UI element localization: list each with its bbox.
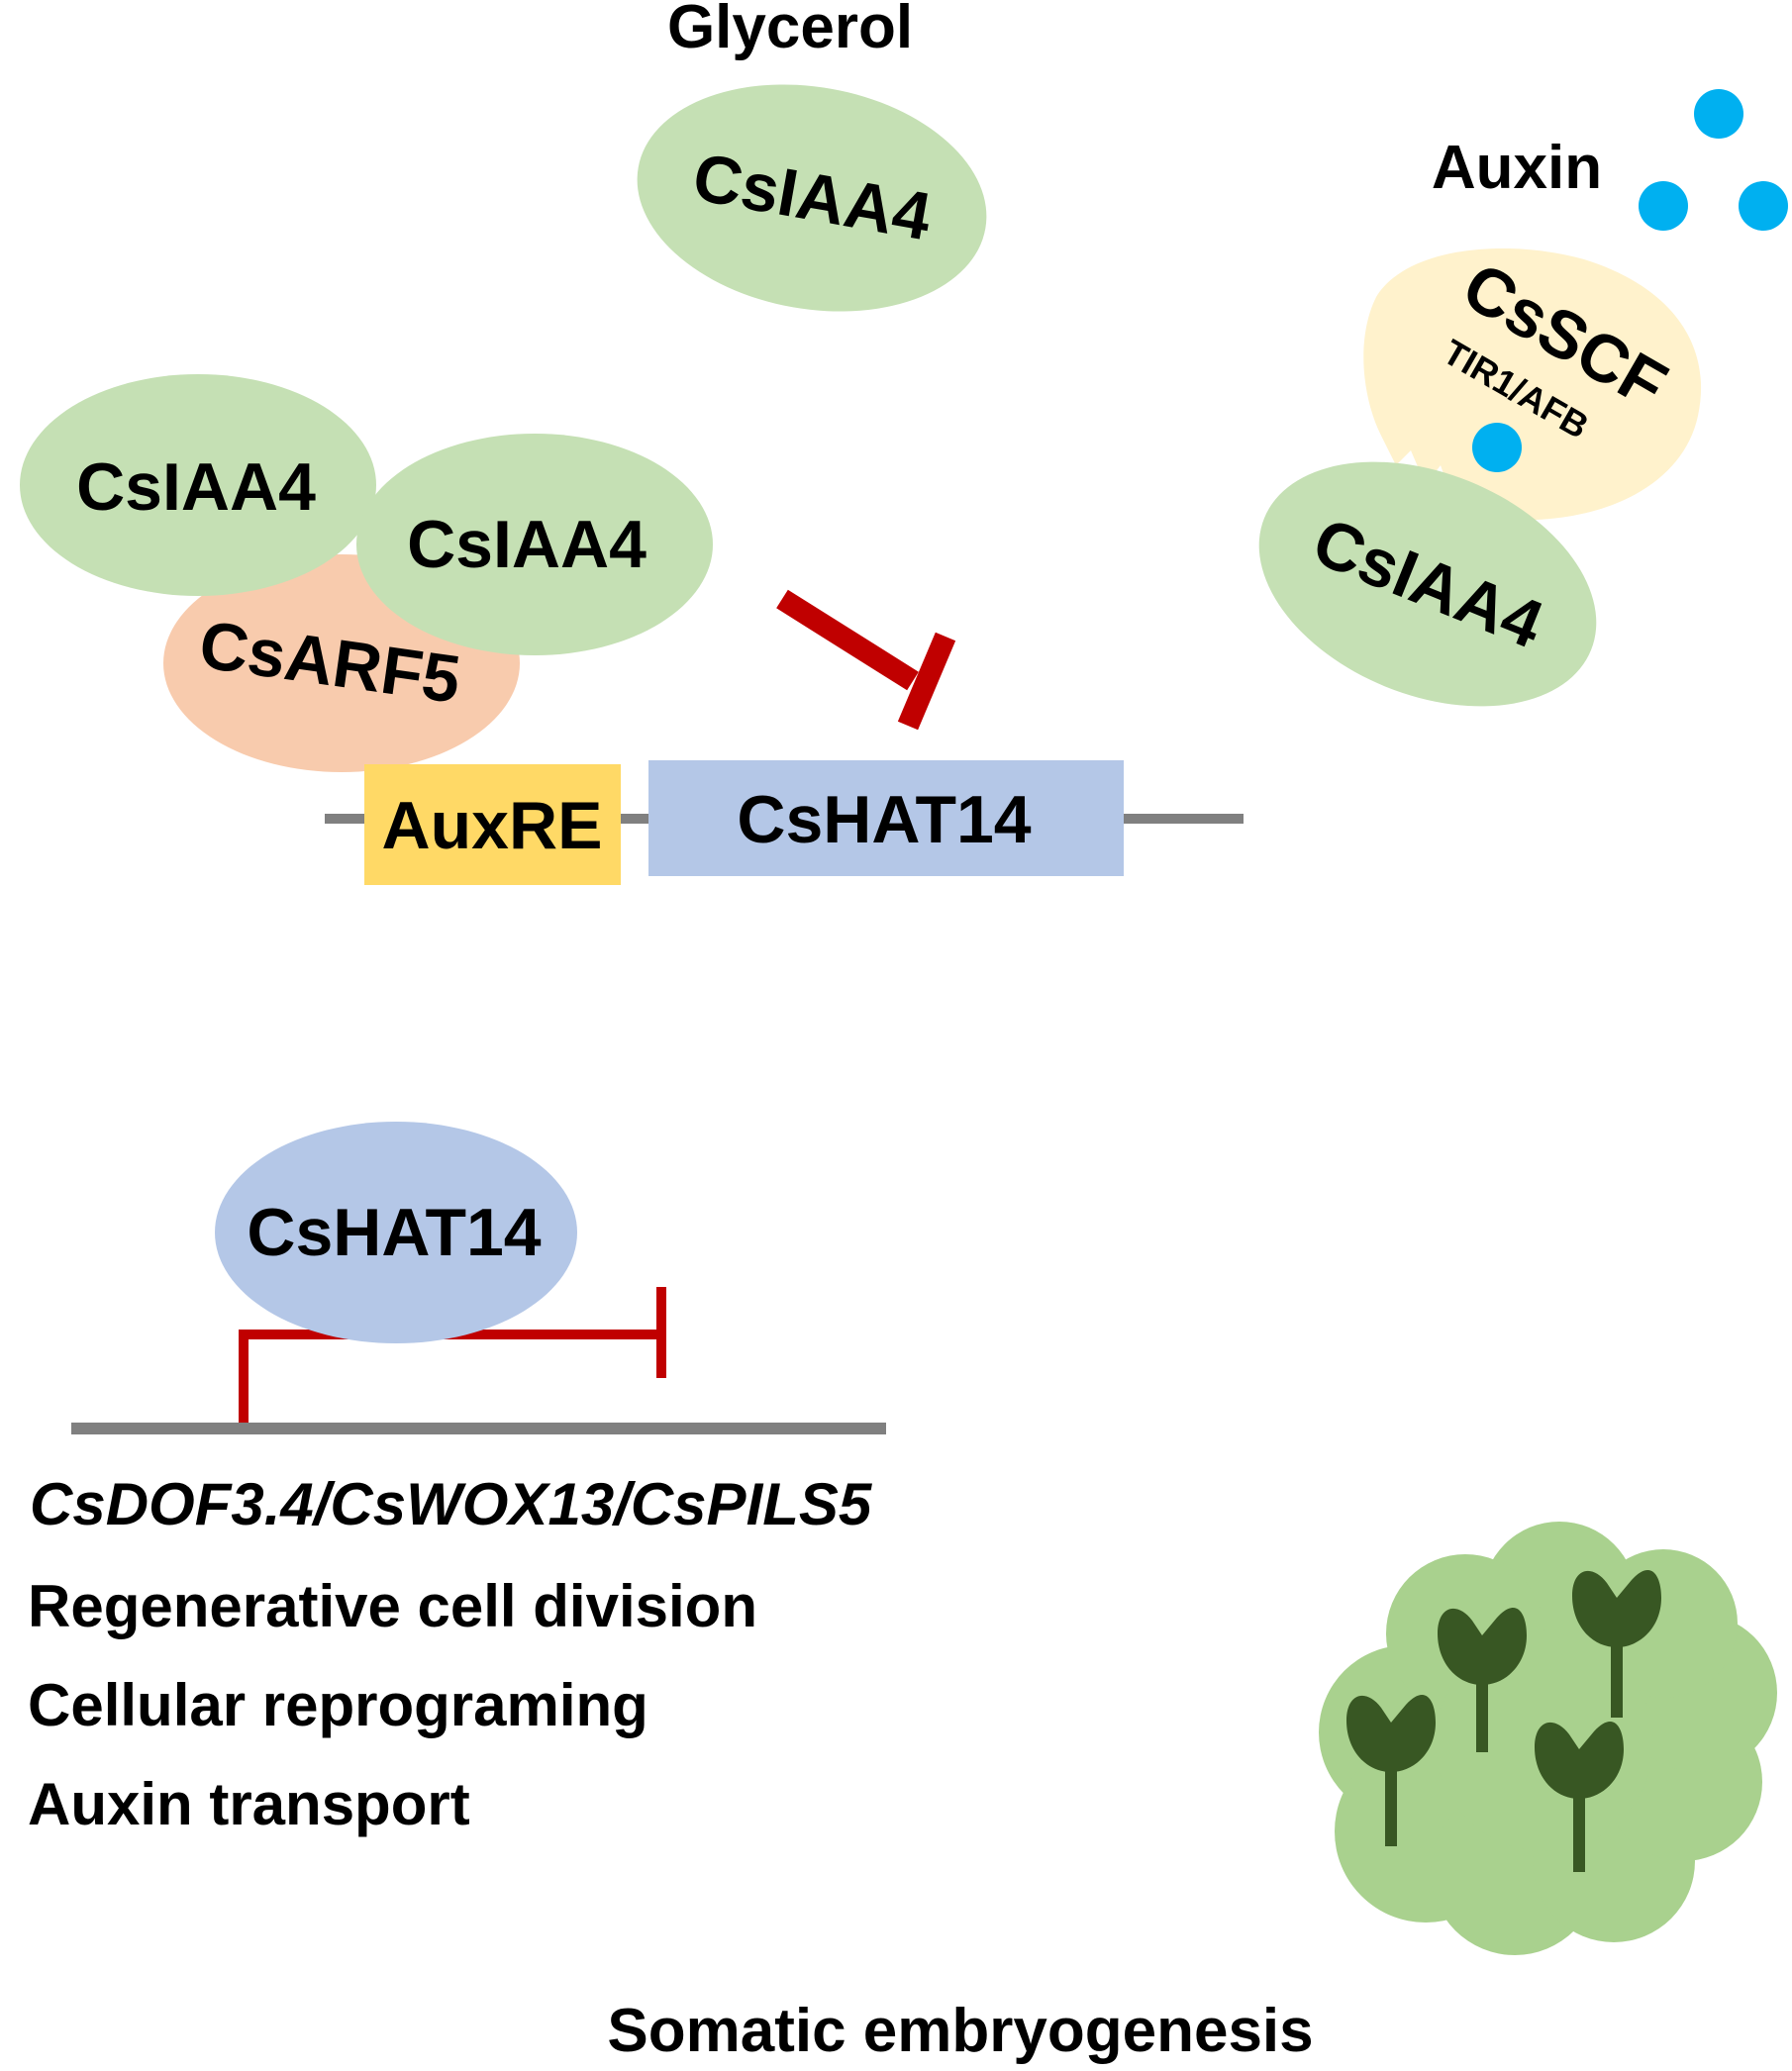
- inhibition-bar: [897, 632, 956, 731]
- auxin-dot: [1472, 423, 1522, 472]
- auxin-dot: [1739, 181, 1788, 231]
- cshat14-gene-label: CsHAT14: [737, 782, 1031, 857]
- glycerol-label: Glycerol: [667, 0, 913, 61]
- process-item: Cellular reprograming: [28, 1672, 648, 1738]
- downstream-repression: CsHAT14: [215, 1122, 666, 1424]
- csiaa4-right-ellipse: [356, 434, 713, 655]
- csiaa4-left-label: CsIAA4: [76, 449, 316, 525]
- scf-bound-csiaa4-ellipse: [1258, 461, 1597, 707]
- csiaa4-right-label: CsIAA4: [407, 507, 647, 582]
- outcome-label: Somatic embryogenesis: [607, 1997, 1313, 2065]
- inhibition-arrow: [776, 589, 956, 731]
- arf-iaa-complex: CsIAA4 CsIAA4 CsARF5: [20, 374, 713, 772]
- somatic-embryo-icon: [1572, 1569, 1661, 1718]
- somatic-embryo-icon: [1535, 1721, 1624, 1872]
- target-genes-label: CsDOF3.4/CsWOX13/CsPILS5: [30, 1471, 873, 1537]
- free-csiaa4: CsIAA4: [637, 84, 987, 312]
- repression-line: [239, 1330, 661, 1424]
- embryogenic-callus-icon: [1319, 1522, 1777, 1955]
- auxin-dot: [1694, 89, 1743, 139]
- auxre-label: AuxRE: [382, 788, 603, 863]
- scf-bound-csiaa4: CsIAA4: [1258, 461, 1597, 707]
- cshat14-protein-label: CsHAT14: [247, 1195, 541, 1270]
- csiaa4-left-ellipse: [20, 374, 376, 596]
- auxin-dot: [1639, 181, 1688, 231]
- process-item: Auxin transport: [28, 1771, 470, 1837]
- cshat14-gene-box: [648, 760, 1124, 876]
- process-item: Regenerative cell division: [28, 1573, 757, 1639]
- csscf-shape: [1363, 247, 1702, 521]
- auxre-box: [364, 764, 621, 885]
- inhibition-stem: [776, 589, 919, 691]
- auxin-label: Auxin: [1432, 134, 1602, 202]
- somatic-embryo-icon: [1346, 1694, 1436, 1846]
- free-csiaa4-ellipse: [637, 84, 987, 312]
- cshat14-protein-ellipse: [215, 1122, 577, 1343]
- somatic-embryo-icon: [1438, 1607, 1527, 1752]
